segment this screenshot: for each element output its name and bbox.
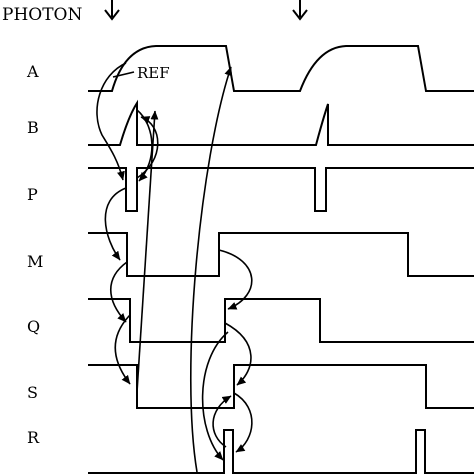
signal-label-a: A — [26, 62, 39, 81]
arrow-r-to-s — [212, 395, 232, 448]
causal-arrows — [96, 62, 253, 473]
arrow-a-to-b — [96, 62, 127, 181]
waveform-q — [88, 298, 474, 343]
signal-label-p: P — [27, 185, 38, 204]
signal-label-r: R — [27, 428, 40, 447]
photon-marker-1 — [104, 0, 120, 21]
signal-label-q: Q — [27, 317, 40, 336]
arrow-s-to-b — [136, 110, 159, 393]
arrow-b-to-p — [136, 109, 153, 182]
waveform-b — [88, 99, 474, 146]
waveform-m — [88, 232, 474, 277]
arrow-p-to-m — [104, 187, 127, 261]
signal-label-m: M — [27, 252, 43, 271]
signal-label-s: S — [27, 383, 38, 402]
arrow-r-to-a — [189, 66, 233, 473]
arrow-p-to-b — [136, 116, 159, 179]
arrow-m-to-q — [110, 261, 128, 323]
waveform-r — [88, 429, 474, 474]
waveform-a — [88, 45, 474, 92]
ref-leader-line — [112, 71, 135, 78]
waveform-p — [88, 167, 474, 212]
signal-label-b: B — [27, 118, 39, 137]
arrow-s-to-r — [233, 392, 253, 453]
arrow-q-to-r — [201, 331, 229, 461]
arrow-q-to-s — [114, 314, 131, 385]
photon-marker-2 — [292, 0, 308, 21]
arrow-q-to-s-right — [224, 322, 252, 386]
arrow-m-to-q-right — [218, 249, 253, 310]
waveform-s — [88, 364, 474, 409]
photon-label: PHOTON — [2, 5, 82, 25]
ref-label: REF — [137, 64, 170, 82]
